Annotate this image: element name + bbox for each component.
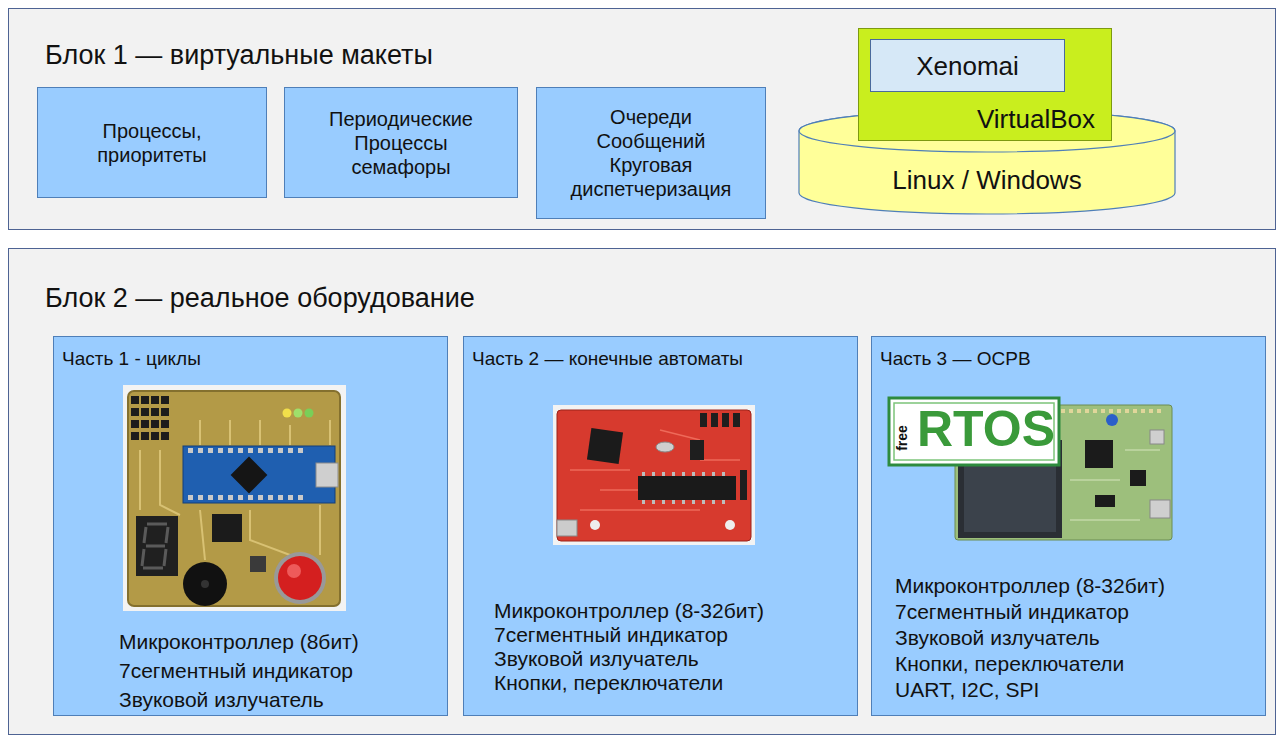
topic-box: Процессы, приоритеты [37,87,267,198]
discovery-board [889,398,1172,540]
spec-line: UART, I2C, SPI [895,677,1165,703]
box-label: Очереди Сообщений Круговая диспетчеризац… [571,105,732,201]
red-board [553,405,755,545]
text-anchor: Linux / Windows [798,165,1176,195]
box-label: Процессы, приоритеты [97,119,206,167]
spec-line: 7сегментный индикатор [494,623,764,647]
part-panel: Часть 2 — конечные автоматыМикроконтролл… [463,336,858,716]
part-heading: Часть 1 - циклы [62,347,201,371]
spec-line: Микроконтроллер (8-32бит) [494,599,764,623]
spec-line: Кнопки, переключатели [494,671,764,695]
spec-line: Микроконтроллер (8бит) [119,627,359,656]
logo-text: free [894,425,910,451]
text-anchor: Блок 1 — виртуальные макеты [45,39,433,71]
text-anchor: VirtualBox [977,104,1095,134]
text-anchor: free [889,430,915,446]
arduino-board [123,385,346,611]
big-label: Linux / Windows [798,165,1176,195]
part-heading: Часть 2 — конечные автоматы [472,347,743,371]
text-anchor: Микроконтроллер (8бит)7сегментный индика… [119,627,359,714]
spec-line: Звуковой излучатель [895,625,1165,651]
text-anchor: RTOS [917,401,1055,458]
text-anchor: Часть 3 — ОСРВ [880,347,1031,371]
panel-title: Блок 2 — реальное оборудование [45,282,475,314]
logo-text: RTOS [917,401,1055,458]
box-label: Периодические Процессы семафоры [329,107,473,179]
box-label: Xenomai [916,51,1019,81]
text-anchor: Часть 1 - циклы [62,347,201,371]
text-anchor: Микроконтроллер (8-32бит)7сегментный инд… [895,573,1165,703]
panel-title: Блок 1 — виртуальные макеты [45,39,433,71]
rtos-box: Xenomai [870,39,1065,92]
text-anchor: Микроконтроллер (8-32бит)7сегментный инд… [494,599,764,695]
part-panel: Часть 1 - циклыМикроконтроллер (8бит)7се… [53,336,448,716]
part-panel: Часть 3 — ОСРВ Микроконтроллер (8-32бит)7… [871,336,1266,716]
spec-line: Звуковой излучатель [494,647,764,671]
text-anchor: Блок 2 — реальное оборудование [45,282,475,314]
spec-line: Кнопки, переключатели [895,651,1165,677]
spec-line: 7сегментный индикатор [119,656,359,685]
spec-line: 7сегментный индикатор [895,599,1165,625]
block-panel: Блок 2 — реальное оборудованиеЧасть 1 - … [8,248,1276,735]
spec-line: Звуковой излучатель [119,685,359,714]
topic-box: Периодические Процессы семафоры [284,87,518,198]
spec-line: Микроконтроллер (8-32бит) [895,573,1165,599]
big-label: VirtualBox [977,104,1095,134]
part-heading: Часть 3 — ОСРВ [880,347,1031,371]
vm-box: VirtualBox Xenomai [858,28,1112,141]
topic-box: Очереди Сообщений Круговая диспетчеризац… [536,87,766,219]
text-anchor: Часть 2 — конечные автоматы [472,347,743,371]
block-panel: Блок 1 — виртуальные макетыПроцессы, при… [8,8,1276,230]
